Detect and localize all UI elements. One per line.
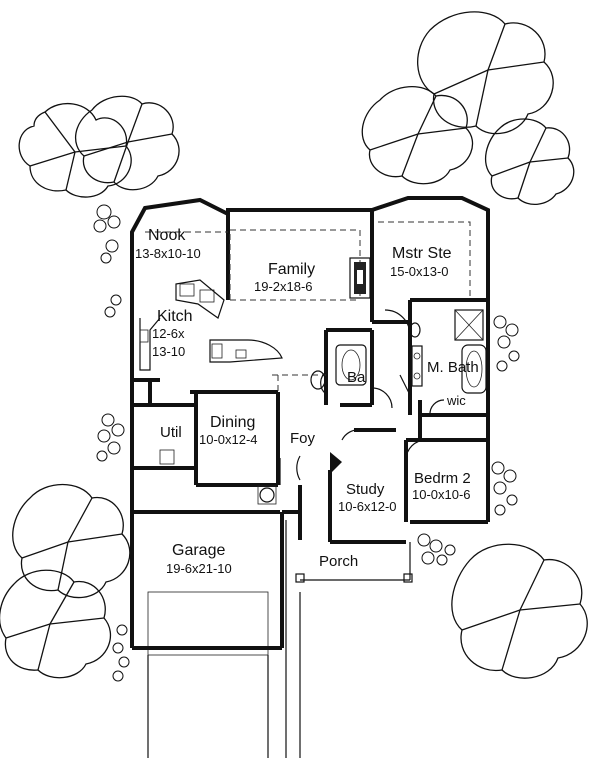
bedroom2-label: Bedrm 2 — [414, 470, 471, 487]
porch-label: Porch — [319, 553, 358, 570]
driveway — [147, 520, 301, 758]
family-label: Family — [268, 261, 315, 278]
garage-dims: 19-6x21-10 — [166, 561, 232, 576]
tree-southwest — [12, 484, 131, 599]
master-label: Mstr Ste — [392, 245, 452, 262]
tree-northwest — [18, 102, 132, 198]
garage-label: Garage — [172, 542, 225, 559]
fireplace — [349, 257, 371, 299]
kitchen-dims-2: 13-10 — [152, 344, 185, 359]
tree-east — [484, 118, 575, 205]
master-dims: 15-0x13-0 — [390, 264, 449, 279]
study-dims: 10-6x12-0 — [338, 499, 397, 514]
tree-north-right — [361, 85, 474, 185]
bedroom2-dims: 10-0x10-6 — [412, 487, 471, 502]
utility-fixtures — [159, 449, 277, 505]
dining-label: Dining — [210, 414, 255, 431]
doors — [279, 309, 445, 485]
shrubs — [93, 204, 520, 682]
foyer-label: Foy — [290, 430, 316, 447]
interior-walls — [132, 210, 488, 544]
kitchen-dims-1: 12-6x — [152, 326, 185, 341]
wic-label: wic — [446, 393, 466, 408]
study-label: Study — [346, 481, 385, 498]
kitchen-fixtures — [139, 279, 283, 371]
tree-north-left — [74, 95, 180, 191]
bath-fixtures — [310, 309, 487, 395]
porch — [295, 542, 413, 583]
tree-southwest-lower — [0, 569, 112, 679]
bath-label: Ba — [347, 369, 366, 386]
exterior-walls — [130, 196, 490, 650]
nook-dims: 13-8x10-10 — [135, 246, 201, 261]
tree-northeast — [417, 11, 554, 135]
master-bath-label: M. Bath — [427, 359, 479, 376]
nook-label: Nook — [148, 227, 186, 244]
family-dims: 19-2x18-6 — [254, 279, 313, 294]
kitchen-label: Kitch — [157, 308, 193, 325]
tree-southeast — [451, 543, 588, 679]
dining-dims: 10-0x12-4 — [199, 432, 258, 447]
util-label: Util — [160, 424, 182, 441]
room-labels: Nook 13-8x10-10 Kitch 12-6x 13-10 Family… — [135, 227, 479, 576]
